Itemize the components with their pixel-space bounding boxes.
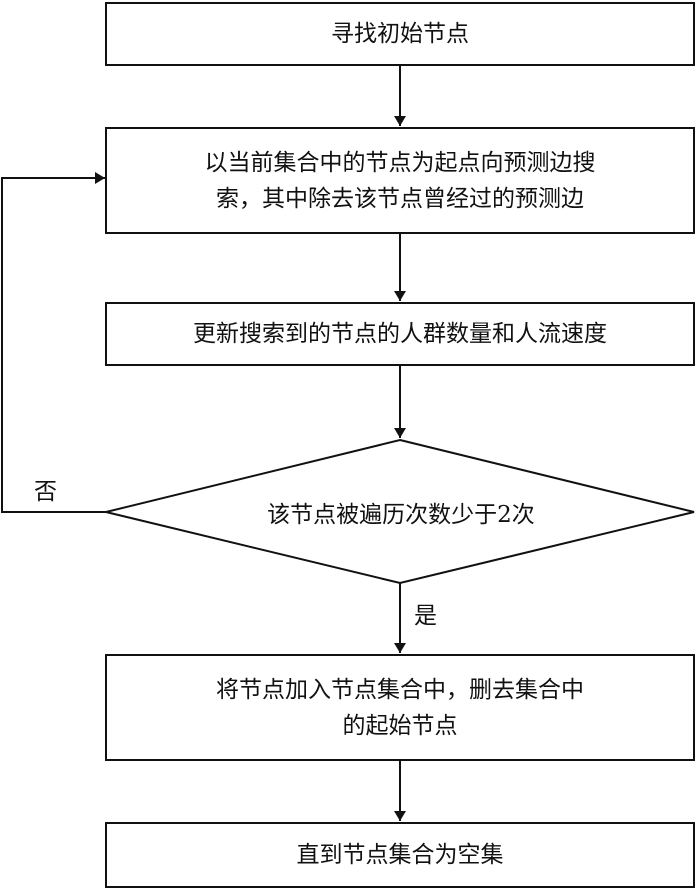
process-text-line: 的起始节点 [342, 712, 458, 739]
process-text-line: 以当前集合中的节点为起点向预测边搜 [204, 149, 596, 176]
process-add-node: 将节点加入节点集合中，删去集合中 的起始节点 [105, 654, 695, 761]
process-update-nodes: 更新搜索到的节点的人群数量和人流速度 [105, 302, 695, 366]
loop-back-arrow [1, 172, 106, 513]
yes-label: 是 [414, 603, 437, 629]
process-text: 直到节点集合为空集 [296, 842, 504, 868]
process-text-line: 索，其中除去该节点曾经过的预测边 [216, 185, 584, 212]
process-until-empty: 直到节点集合为空集 [105, 822, 695, 888]
process-text-line: 将节点加入节点集合中，删去集合中 [216, 676, 584, 703]
process-text: 寻找初始节点 [331, 21, 469, 47]
process-find-initial-node: 寻找初始节点 [105, 2, 695, 66]
no-label: 否 [34, 479, 57, 505]
process-search-edges: 以当前集合中的节点为起点向预测边搜 索，其中除去该节点曾经过的预测边 [105, 127, 695, 234]
process-text: 更新搜索到的节点的人群数量和人流速度 [193, 321, 607, 347]
decision-text: 该节点被遍历次数少于2次 [267, 502, 535, 528]
